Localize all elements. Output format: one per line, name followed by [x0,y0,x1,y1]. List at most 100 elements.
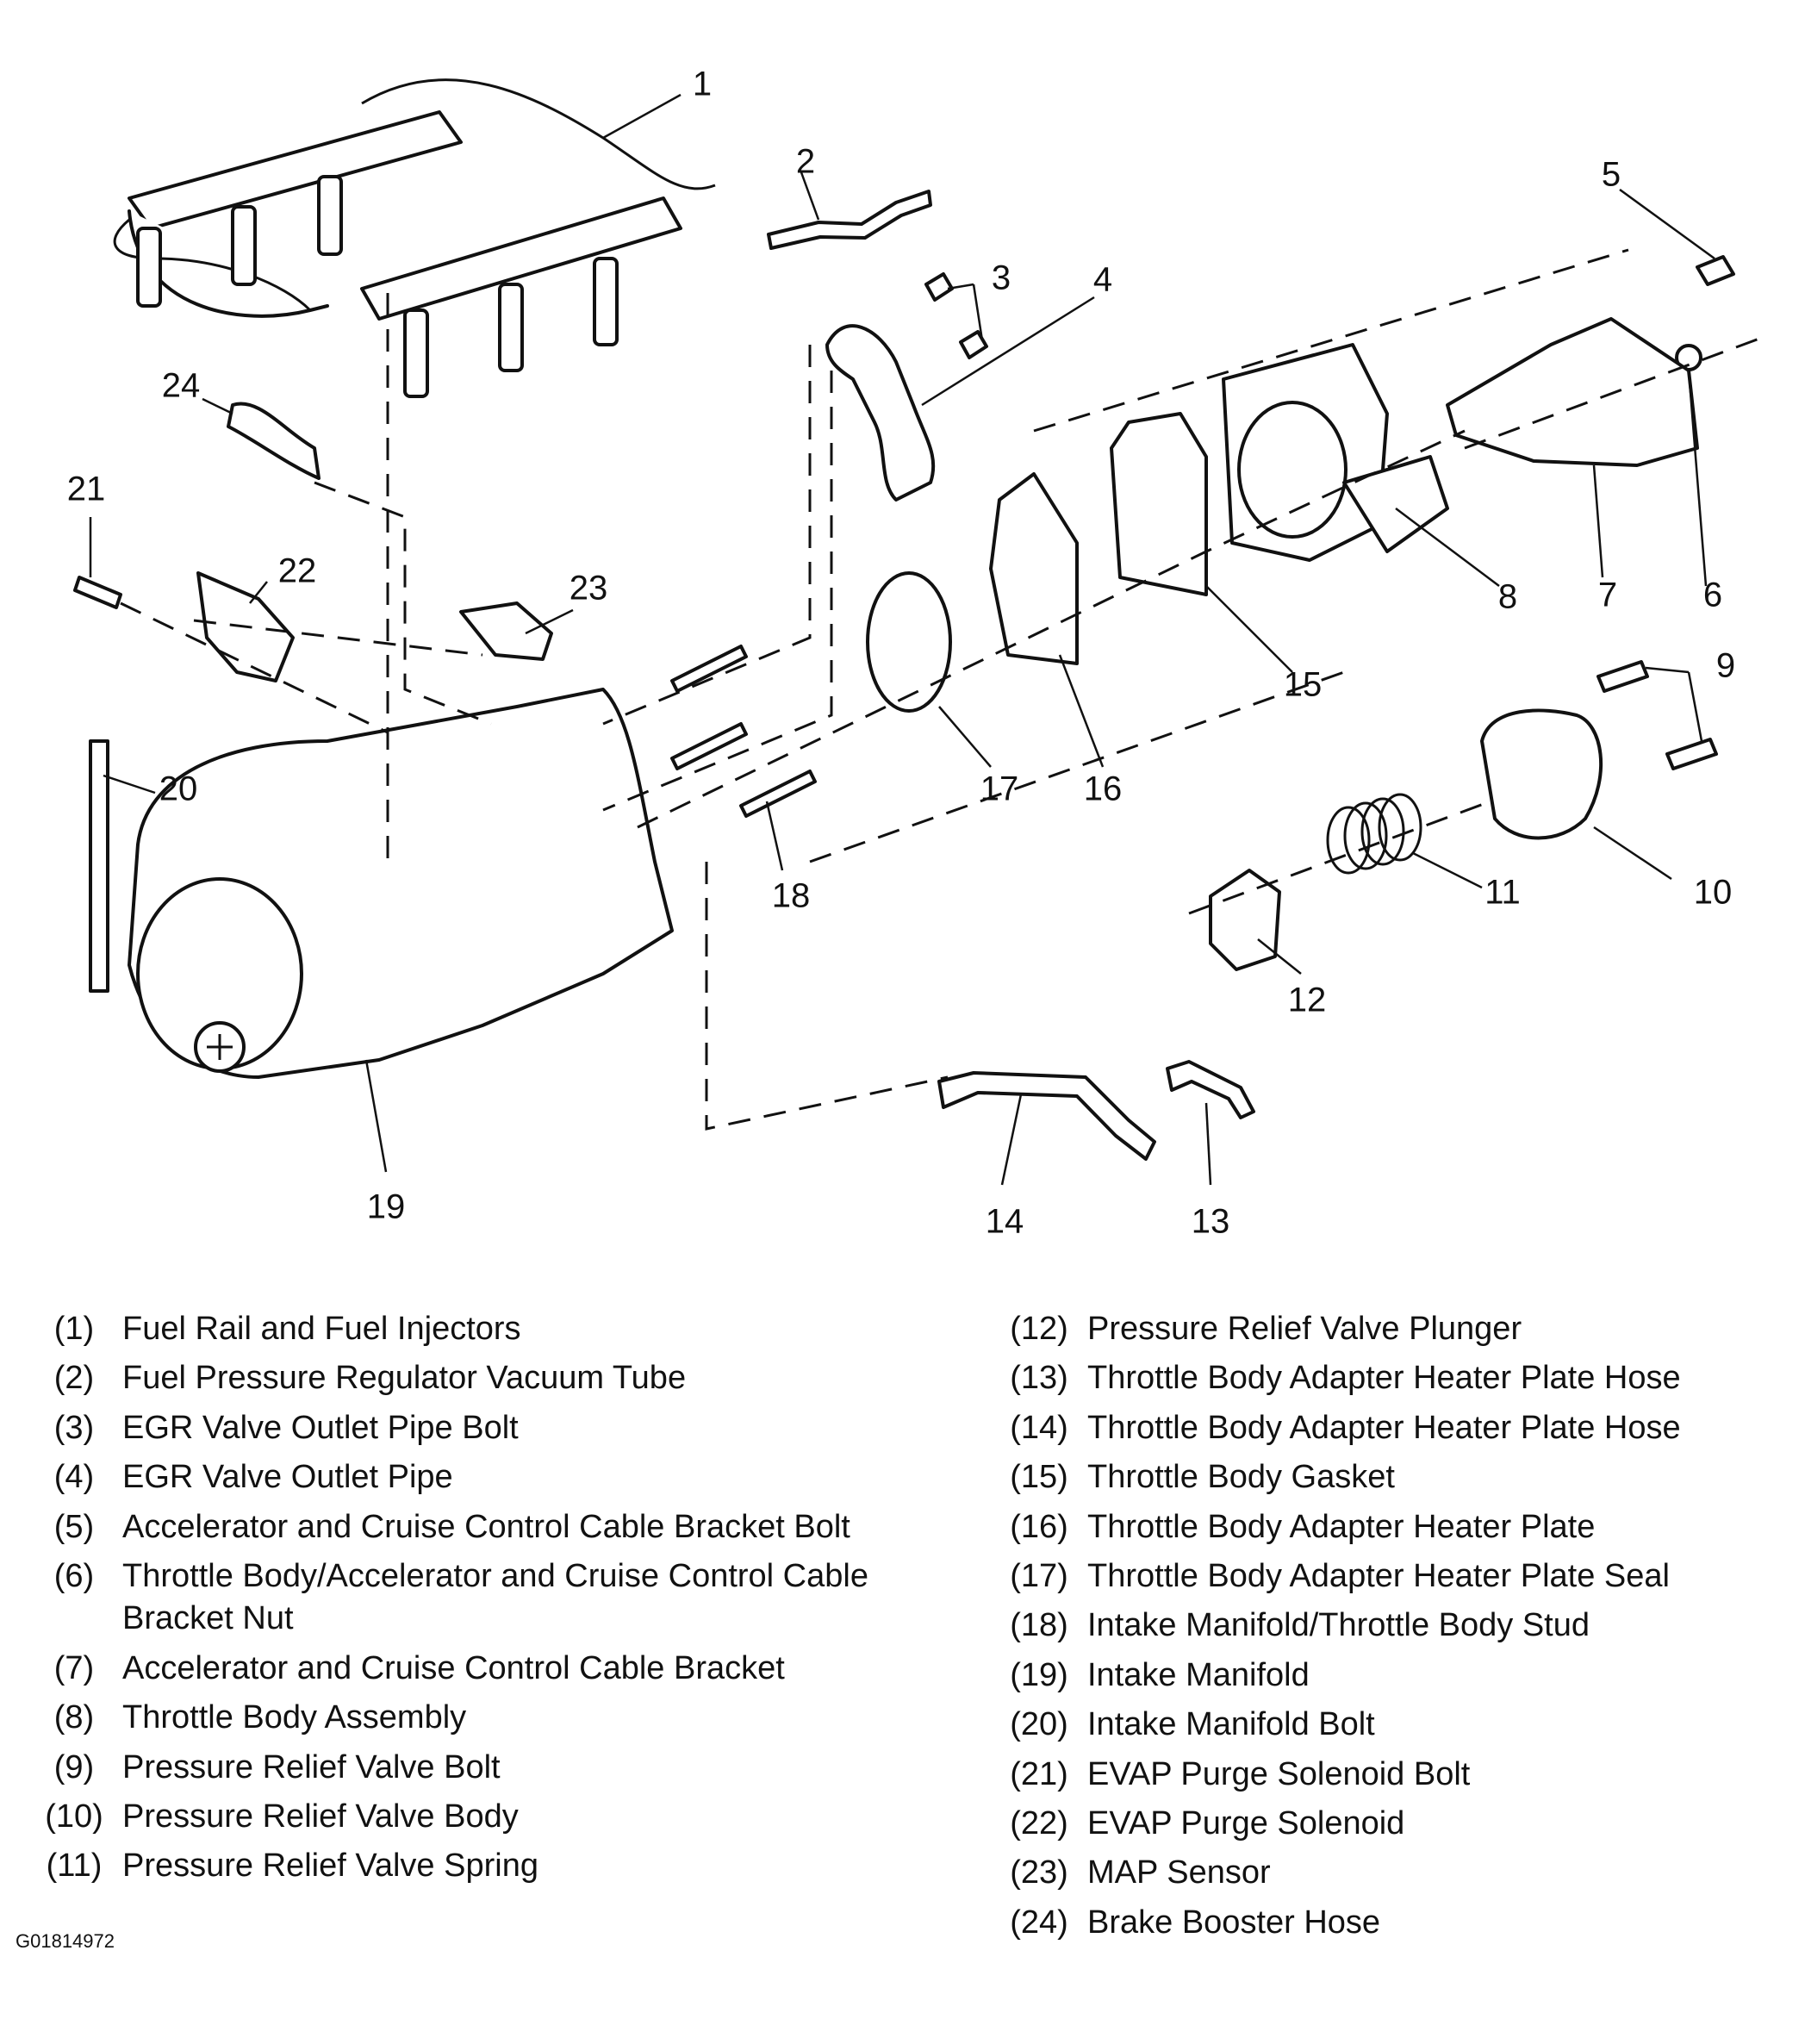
legend-item: (9)Pressure Relief Valve Bolt [26,1747,896,1789]
legend-item: (10) Pressure Relief Valve Body [26,1796,896,1838]
fuel-pressure-regulator-vacuum-tube [767,190,932,250]
callout-7: 7 [1598,576,1617,614]
legend-number: (14) [1010,1409,1068,1446]
legend-number: (23) [1010,1854,1068,1891]
legend-number: (24) [1010,1904,1068,1941]
egr-valve-outlet-pipe-bolts [924,272,988,359]
parts-legend-right: (12)Pressure Relief Valve Plunger (13)Th… [991,1308,1783,1951]
callout-18: 18 [772,877,811,915]
callout-14: 14 [986,1203,1024,1241]
legend-item: (1) Fuel Rail and Fuel Injectors [26,1308,896,1350]
legend-label: Fuel Rail and Fuel Injectors [122,1311,521,1347]
legend-item: (16) Throttle Body Adapter Heater Plate [991,1506,1783,1549]
cable-bracket-bolt [1696,255,1735,286]
legend-label: EVAP Purge Solenoid [1087,1804,1405,1841]
callout-16: 16 [1084,770,1123,808]
callout-12: 12 [1288,981,1327,1019]
callout-8: 8 [1498,578,1517,616]
legend-number: (20) [1010,1706,1068,1743]
legend-label: Throttle Body Adapter Heater Plate [1087,1508,1596,1545]
alignment-lines [120,248,1767,1131]
legend-label: Brake Booster Hose [1087,1904,1381,1941]
legend-number: (5) [53,1508,95,1545]
legend-label: Accelerator and Cruise Control Cable Bra… [122,1649,785,1686]
legend-number: (21) [1010,1755,1068,1792]
legend-number: (22) [1010,1804,1068,1841]
legend-label: EGR Valve Outlet Pipe Bolt [122,1409,519,1446]
legend-label: Intake Manifold [1087,1656,1310,1693]
legend-item: (3) EGR Valve Outlet Pipe Bolt [26,1407,896,1449]
legend-number: (2) [53,1360,95,1397]
legend-item: (11)Pressure Relief Valve Spring [26,1845,896,1887]
legend-label: Pressure Relief Valve Body [122,1798,519,1835]
fuel-rail-and-injectors [113,78,716,398]
legend-label: Throttle Body Adapter Heater Plate Seal [1087,1557,1670,1594]
cable-bracket [1446,317,1699,467]
legend-number: (16) [1010,1508,1068,1545]
legend-item: (4)EGR Valve Outlet Pipe [26,1456,896,1499]
callout-20: 20 [159,770,198,808]
legend-number: (18) [1010,1607,1068,1644]
callout-1: 1 [693,65,712,103]
legend-item: (14) Throttle Body Adapter Heater Plate H… [991,1407,1783,1449]
legend-label: EVAP Purge Solenoid Bolt [1087,1755,1471,1792]
intake-manifold [128,688,674,1079]
legend-item: (24) Brake Booster Hose [991,1902,1783,1944]
legend-item: (20) Intake Manifold Bolt [991,1704,1783,1746]
callout-2: 2 [796,143,815,181]
legend-label: Throttle Body/Accelerator and Cruise Con… [122,1557,868,1637]
legend-item: (7) Accelerator and Cruise Control Cable … [26,1648,896,1690]
heater-plate-hose-14 [937,1071,1156,1161]
pressure-relief-valve-plunger [1209,869,1281,971]
legend-label: Intake Manifold Bolt [1087,1706,1375,1743]
legend-label: Fuel Pressure Regulator Vacuum Tube [122,1360,687,1397]
callout-24: 24 [162,367,201,405]
throttle-body-assembly [1222,343,1449,562]
leader-lines [89,93,1715,1186]
throttle-body-adapter-heater-plate [989,472,1079,665]
legend-number: (19) [1010,1656,1068,1693]
callout-11: 11 [1484,874,1521,912]
legend-item: (5) Accelerator and Cruise Control Cable … [26,1506,896,1549]
legend-label: MAP Sensor [1087,1854,1271,1891]
legend-item: (8)Throttle Body Assembly [26,1697,896,1739]
legend-number: (1) [53,1311,95,1347]
legend-label: Throttle Body Adapter Heater Plate Hose [1087,1409,1681,1446]
heater-plate-hose-13 [1166,1060,1255,1119]
callout-6: 6 [1703,576,1722,614]
legend-item: (23) MAP Sensor [991,1852,1783,1894]
throttle-body-gasket [1110,412,1208,596]
legend-number: (12) [1010,1311,1068,1347]
pressure-relief-valve-bolts [1596,660,1718,770]
legend-label: Throttle Body Gasket [1087,1459,1395,1496]
legend-item: (13)Throttle Body Adapter Heater Plate H… [991,1357,1783,1399]
legend-label: Throttle Body Assembly [122,1699,467,1736]
callout-4: 4 [1093,261,1112,299]
callout-10: 10 [1694,874,1733,912]
legend-label: Accelerator and Cruise Control Cable Bra… [122,1508,850,1545]
legend-item: (21) EVAP Purge Solenoid Bolt [991,1754,1783,1796]
legend-item: (12) Pressure Relief Valve Plunger [991,1308,1783,1350]
legend-number: (3) [53,1409,95,1446]
legend-item: (15)Throttle Body Gasket [991,1456,1783,1499]
legend-number: (13) [1010,1360,1068,1397]
legend-label: Pressure Relief Valve Spring [122,1848,538,1885]
intake-manifold-throttle-body-studs [670,645,817,818]
legend-number: (7) [53,1649,95,1686]
parts-legend-left: (1) Fuel Rail and Fuel Injectors (2) Fuel … [26,1308,896,1895]
legend-label: Pressure Relief Valve Plunger [1087,1311,1522,1347]
callout-numbers: 1 2 3 4 5 6 7 8 9 10 11 12 13 14 15 16 1… [67,65,1735,1241]
callout-21: 21 [67,470,106,508]
intake-manifold-bolt [89,739,109,993]
exploded-parts-diagram: 1 2 3 4 5 6 7 8 9 10 11 12 13 14 15 16 1… [67,65,1767,1241]
callout-3: 3 [992,259,1011,297]
legend-item: (22) EVAP Purge Solenoid [991,1803,1783,1845]
legend-label: Pressure Relief Valve Bolt [122,1748,501,1785]
legend-item: (17)Throttle Body Adapter Heater Plate S… [991,1555,1783,1598]
legend-number: (10) [45,1798,103,1835]
legend-item: (19) Intake Manifold [991,1655,1783,1697]
legend-label: Intake Manifold/Throttle Body Stud [1087,1607,1590,1644]
callout-5: 5 [1602,156,1621,194]
callout-23: 23 [570,570,608,608]
callout-17: 17 [980,770,1019,808]
